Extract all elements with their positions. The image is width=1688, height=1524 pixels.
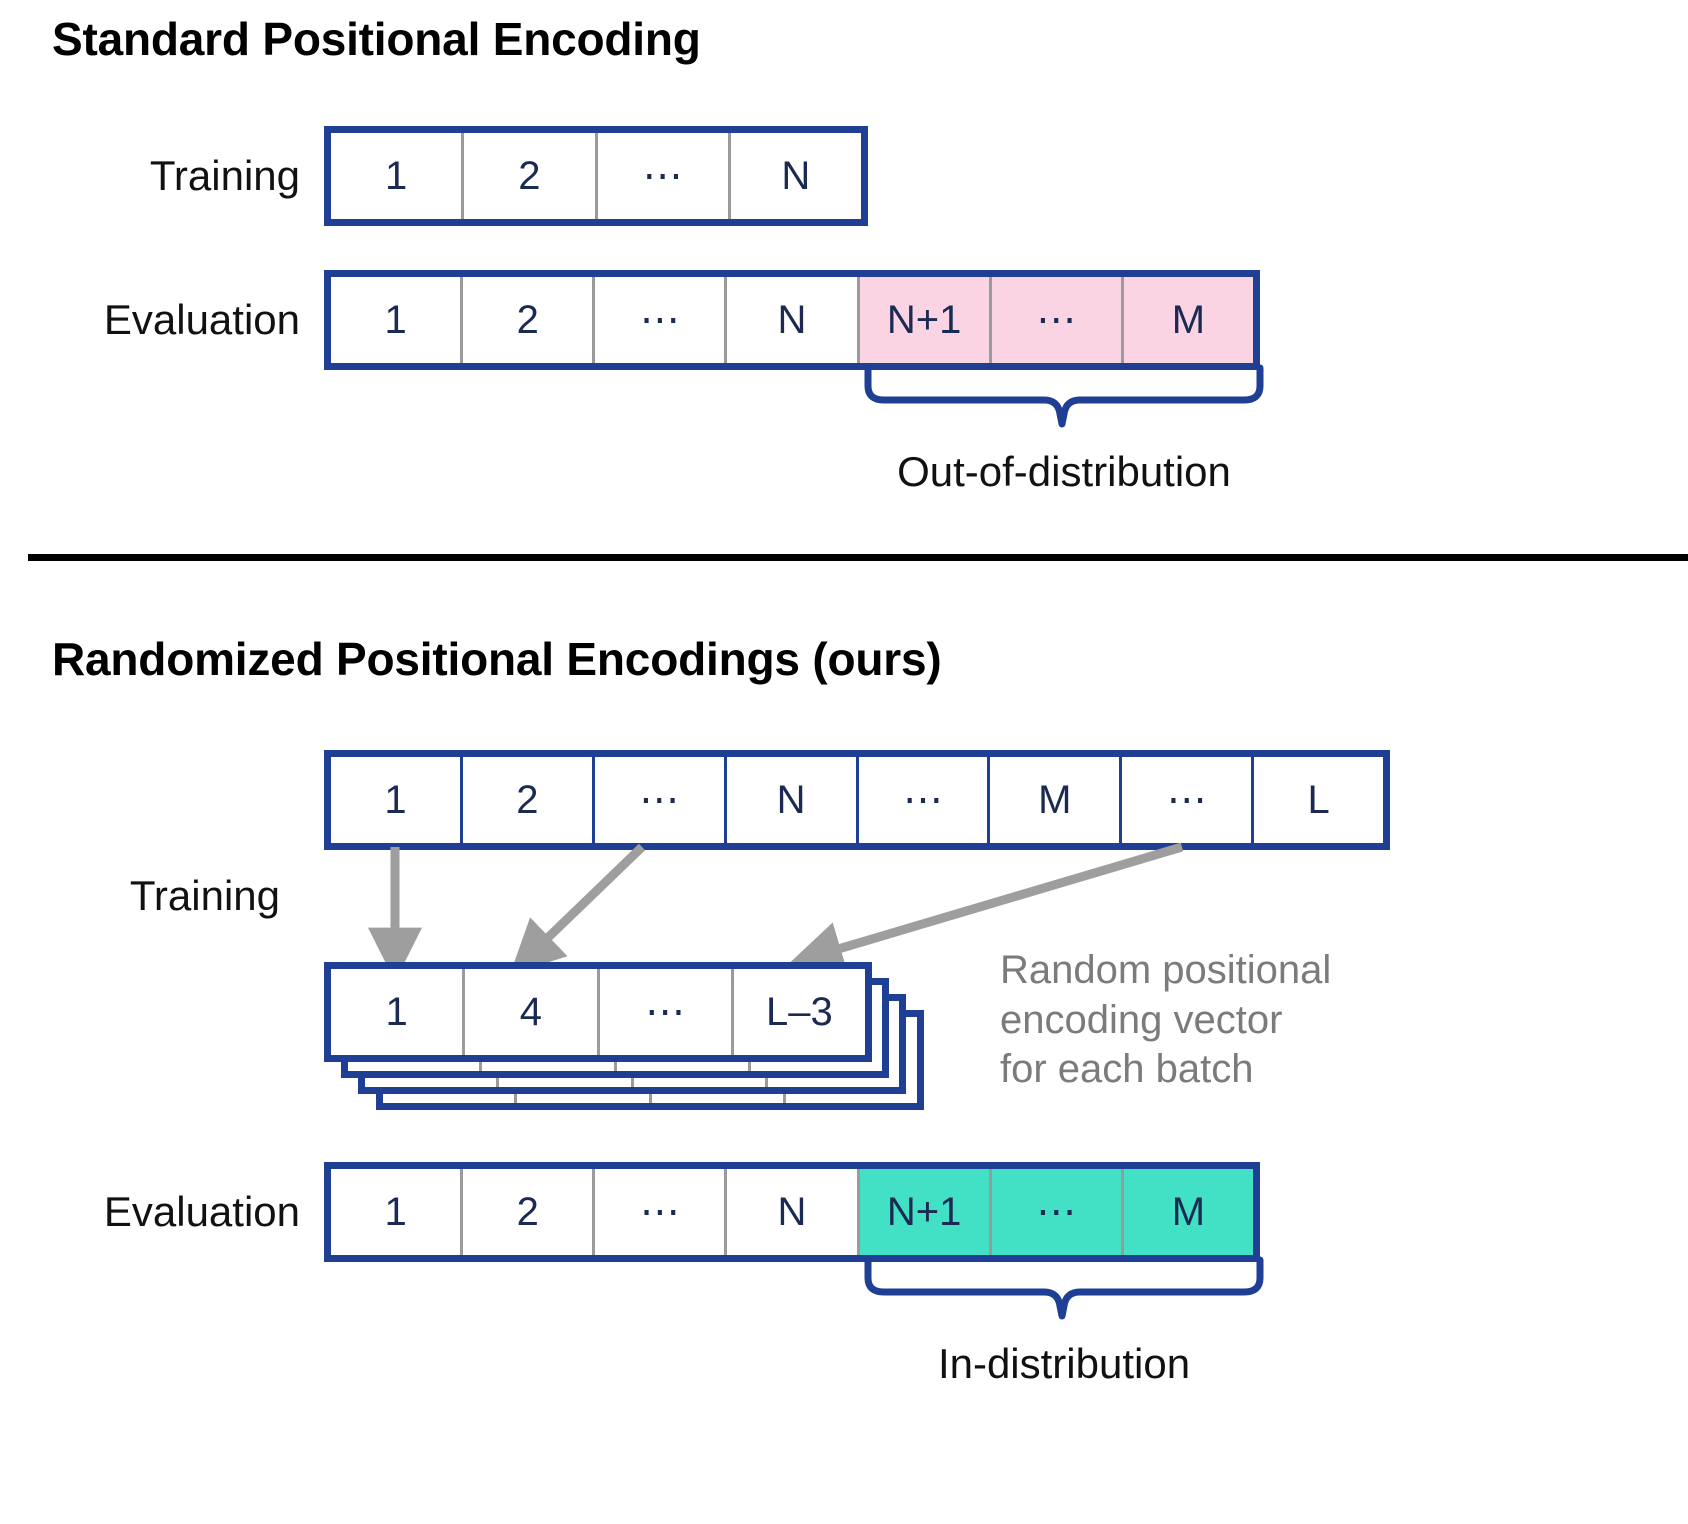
annotation-random-encoding-vector: Random positional encoding vector for ea…	[1000, 948, 1332, 1092]
sequence-cell-ellipsis: ⋯	[597, 133, 731, 219]
sequence-cell: 2	[463, 277, 596, 363]
panel-title-randomized: Randomized Positional Encodings (ours)	[52, 633, 942, 685]
sequence-cell: L–3	[733, 969, 865, 1055]
sequence-cell: N	[727, 1169, 860, 1255]
sequence-cell: 1	[331, 969, 466, 1055]
sequence-bar-training-standard: 1 2 ⋯ N	[324, 126, 868, 226]
sequence-cell: 2	[462, 757, 595, 843]
row-label-training-standard: Training	[149, 152, 300, 199]
brace-label-out-of-distribution: Out-of-distribution	[897, 448, 1231, 495]
brace-label-in-distribution: In-distribution	[937, 1340, 1191, 1387]
sequence-cell: N	[726, 757, 859, 843]
sequence-cell: 1	[331, 757, 463, 843]
sequence-cell-ellipsis: ⋯	[595, 277, 728, 363]
sequence-bar-training-pool: 1 2 ⋯ N ⋯ M ⋯ L	[324, 750, 1390, 850]
sequence-cell-ood-ellipsis: ⋯	[991, 277, 1124, 363]
sequence-cell: 1	[331, 1169, 464, 1255]
sequence-cell: 1	[331, 133, 465, 219]
sequence-cell-ood: N+1	[859, 277, 992, 363]
sequence-bar-random-sample: 1 4 ⋯ L–3	[324, 962, 872, 1062]
sequence-cell-ood: M	[1123, 277, 1253, 363]
sequence-cell-ellipsis: ⋯	[595, 1169, 728, 1255]
sequence-cell: N	[730, 133, 861, 219]
panel-divider	[28, 554, 1688, 561]
sampling-arrows	[320, 842, 1240, 982]
sequence-cell: L	[1254, 757, 1383, 843]
sequence-cell: 1	[331, 277, 464, 363]
sequence-cell-ind: N+1	[859, 1169, 992, 1255]
row-label-evaluation-randomized: Evaluation	[103, 1188, 300, 1235]
row-label-evaluation-standard: Evaluation	[103, 296, 300, 343]
sequence-bar-evaluation-standard: 1 2 ⋯ N N+1 ⋯ M	[324, 270, 1260, 370]
brace-out-of-distribution	[862, 364, 1266, 428]
sequence-cell-ellipsis: ⋯	[599, 969, 734, 1055]
brace-in-distribution	[862, 1256, 1266, 1320]
sequence-cell-ind: M	[1123, 1169, 1253, 1255]
sequence-cell-ellipsis: ⋯	[1122, 757, 1255, 843]
sequence-cell-ellipsis: ⋯	[858, 757, 991, 843]
sequence-cell: 2	[463, 1169, 596, 1255]
sequence-cell: M	[990, 757, 1123, 843]
panel-title-standard: Standard Positional Encoding	[52, 13, 701, 65]
sequence-cell-ind-ellipsis: ⋯	[991, 1169, 1124, 1255]
sequence-bar-evaluation-randomized: 1 2 ⋯ N N+1 ⋯ M	[324, 1162, 1260, 1262]
row-label-training-randomized: Training	[129, 872, 280, 919]
sequence-cell-ellipsis: ⋯	[594, 757, 727, 843]
sequence-cell: 4	[465, 969, 600, 1055]
sequence-cell: N	[727, 277, 860, 363]
sequence-cell: 2	[464, 133, 598, 219]
